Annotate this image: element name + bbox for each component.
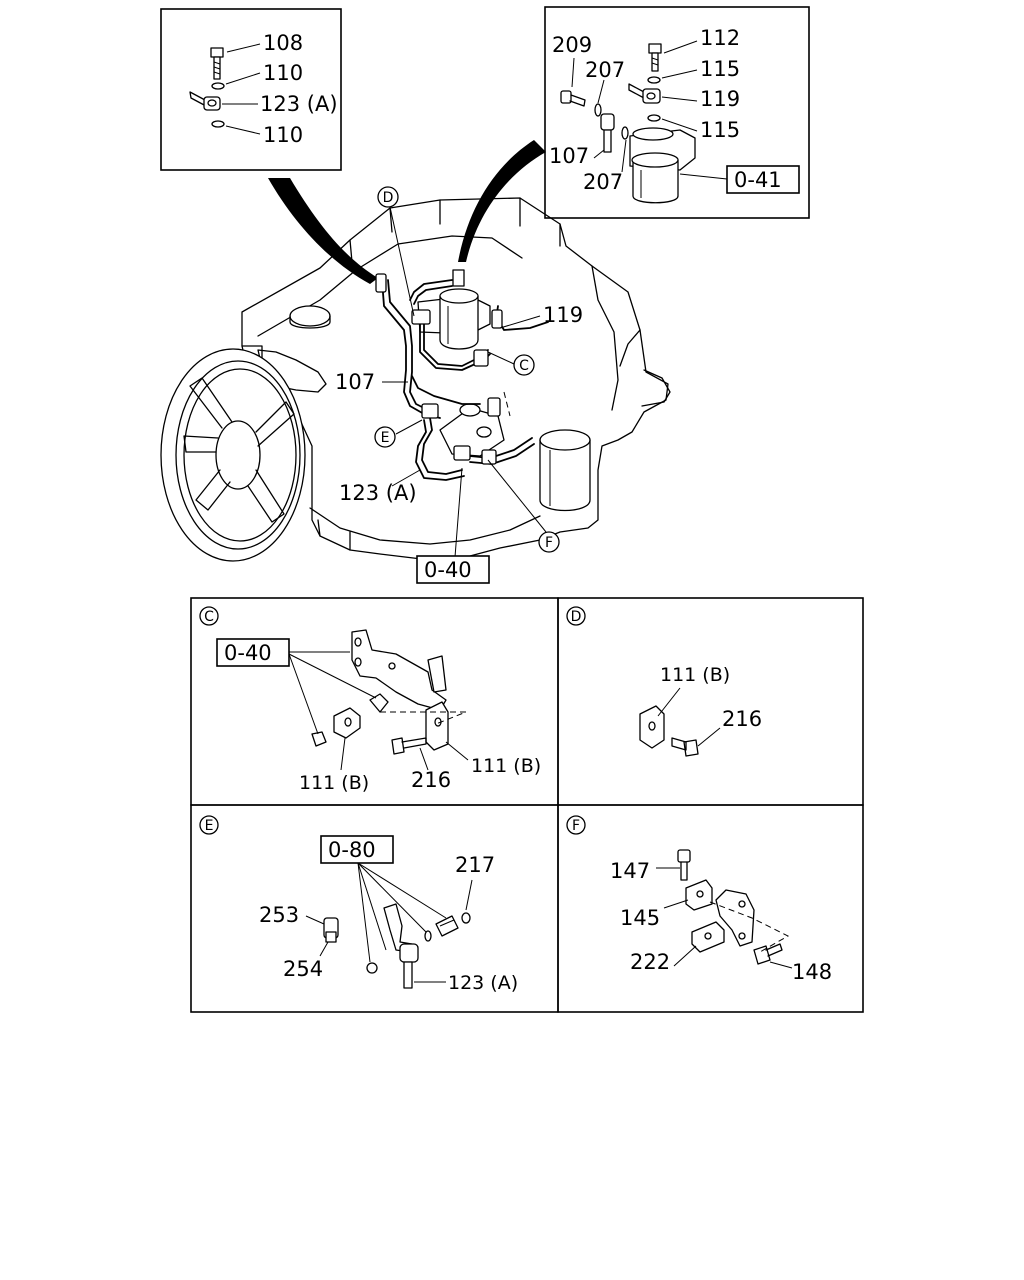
detail-c-part-label-216: 216 — [411, 768, 451, 792]
ref-label-0-80: 0-80 — [328, 838, 376, 862]
clamp-111b-right-drawing — [425, 701, 449, 751]
engine-illustration — [160, 197, 671, 562]
detail-e-part-label-217: 217 — [455, 853, 495, 877]
part-label-108: 108 — [263, 31, 303, 55]
detail-f-part-label-222: 222 — [630, 950, 670, 974]
main-part-label-123a: 123 (A) — [339, 481, 417, 505]
main-part-label-119: 119 — [543, 303, 583, 327]
nut-drawing — [311, 731, 327, 747]
detail-F: F 147 145 222 148 — [566, 815, 832, 984]
callout-C: C — [513, 354, 535, 376]
clamp-145-drawing — [685, 879, 713, 911]
clamp-222-drawing — [691, 921, 725, 953]
detail-e-part-label-254: 254 — [283, 957, 323, 981]
connector-drawing — [435, 915, 459, 937]
eye-bolt-107-drawing — [600, 113, 615, 153]
bolt-216-detail-d-drawing — [671, 737, 699, 757]
callout-E: E — [374, 426, 396, 448]
bolt-147-drawing — [677, 849, 691, 881]
detail-c-part-label-111b-right: 111 (B) — [471, 755, 541, 777]
inset-top-right: 112 115 119 115 209 207 107 207 0-41 — [544, 6, 810, 219]
bolt-108-drawing — [210, 47, 224, 80]
part-label-209: 209 — [552, 33, 592, 57]
bracket-drawing — [351, 629, 447, 711]
callout-F-letter: F — [545, 535, 553, 551]
pipe-bracket-drawing — [383, 903, 419, 989]
callout-F: F — [538, 531, 560, 553]
cap-nut-drawing — [366, 962, 378, 974]
inset-top-left-frame — [160, 8, 342, 171]
inset-pointer-right — [458, 140, 546, 262]
part-label-112: 112 — [700, 26, 740, 50]
detail-C-letter: C — [204, 609, 214, 625]
callout-D-letter: D — [383, 190, 394, 206]
bolt-112-drawing — [648, 43, 662, 72]
washer-207-upper-drawing — [594, 103, 602, 117]
inset-top-left: 108 110 123 (A) 110 — [160, 8, 342, 171]
detail-f-part-label-145: 145 — [620, 906, 660, 930]
main-part-label-107: 107 — [335, 370, 375, 394]
callout-E-letter: E — [381, 430, 390, 446]
ref-label-0-40-main: 0-40 — [424, 558, 472, 582]
fuel-filter-inset-drawing — [629, 127, 696, 204]
detail-e-part-label-253: 253 — [259, 903, 299, 927]
detail-D-letter: D — [571, 609, 582, 625]
washer-110-upper-drawing — [211, 82, 225, 90]
callout-D: D — [377, 186, 399, 208]
detail-D: D 111 (B) 216 — [566, 606, 762, 757]
washer-115-upper-drawing — [647, 76, 661, 84]
ref-box-0-40-detail — [216, 638, 290, 667]
ref-box-0-80 — [320, 835, 394, 864]
detail-d-part-label-111b: 111 (B) — [660, 664, 730, 686]
detail-f-part-label-147: 147 — [610, 859, 650, 883]
ref-box-0-40-main — [416, 555, 490, 584]
detail-grid — [190, 597, 864, 1013]
detail-f-part-label-148: 148 — [792, 960, 832, 984]
part-label-110-lower: 110 — [263, 123, 303, 147]
part-label-123a: 123 (A) — [260, 92, 338, 116]
detail-d-part-label-216: 216 — [722, 707, 762, 731]
clamp-111b-left-drawing — [333, 693, 389, 739]
callout-C-letter: C — [519, 358, 529, 374]
detail-e-part-label-123a: 123 (A) — [448, 972, 518, 994]
detail-F-letter: F — [572, 818, 580, 834]
part-label-107: 107 — [549, 144, 589, 168]
detail-E-letter: E — [205, 818, 214, 834]
ref-box-0-41 — [726, 165, 800, 194]
washer-217-drawing — [461, 912, 471, 924]
sensor-253-drawing — [323, 917, 339, 943]
bolt-209-drawing — [560, 90, 586, 107]
part-label-115-upper: 115 — [700, 57, 740, 81]
inset-pointer-left — [268, 178, 378, 284]
detail-C: C 0-40 111 (B) 216 — [199, 606, 541, 794]
eye-bolt-123a-drawing — [189, 91, 221, 111]
fuel-filter-main-drawing — [417, 269, 491, 350]
oil-filter-drawing — [539, 439, 591, 512]
washer-207-lower-drawing — [621, 126, 629, 140]
part-label-207-upper: 207 — [585, 58, 625, 82]
bracket-f-drawing — [715, 889, 755, 947]
part-label-119: 119 — [700, 87, 740, 111]
eye-bolt-119-drawing — [628, 83, 661, 104]
part-label-207-lower: 207 — [583, 170, 623, 194]
ref-label-0-40-detail: 0-40 — [224, 641, 272, 665]
ref-label-0-41: 0-41 — [734, 168, 782, 192]
detail-c-part-label-111b-left: 111 (B) — [299, 772, 369, 794]
bolt-148-drawing — [753, 943, 783, 965]
washer-115-lower-drawing — [647, 114, 661, 122]
part-label-110-upper: 110 — [263, 61, 303, 85]
clamp-111b-detail-d-drawing — [639, 705, 665, 749]
bolt-216-detail-c-drawing — [391, 737, 427, 755]
washer-drawing — [424, 930, 432, 942]
washer-110-lower-drawing — [211, 120, 225, 128]
detail-E: E 0-80 217 253 254 123 (A) — [199, 815, 518, 994]
part-label-115-lower: 115 — [700, 118, 740, 142]
